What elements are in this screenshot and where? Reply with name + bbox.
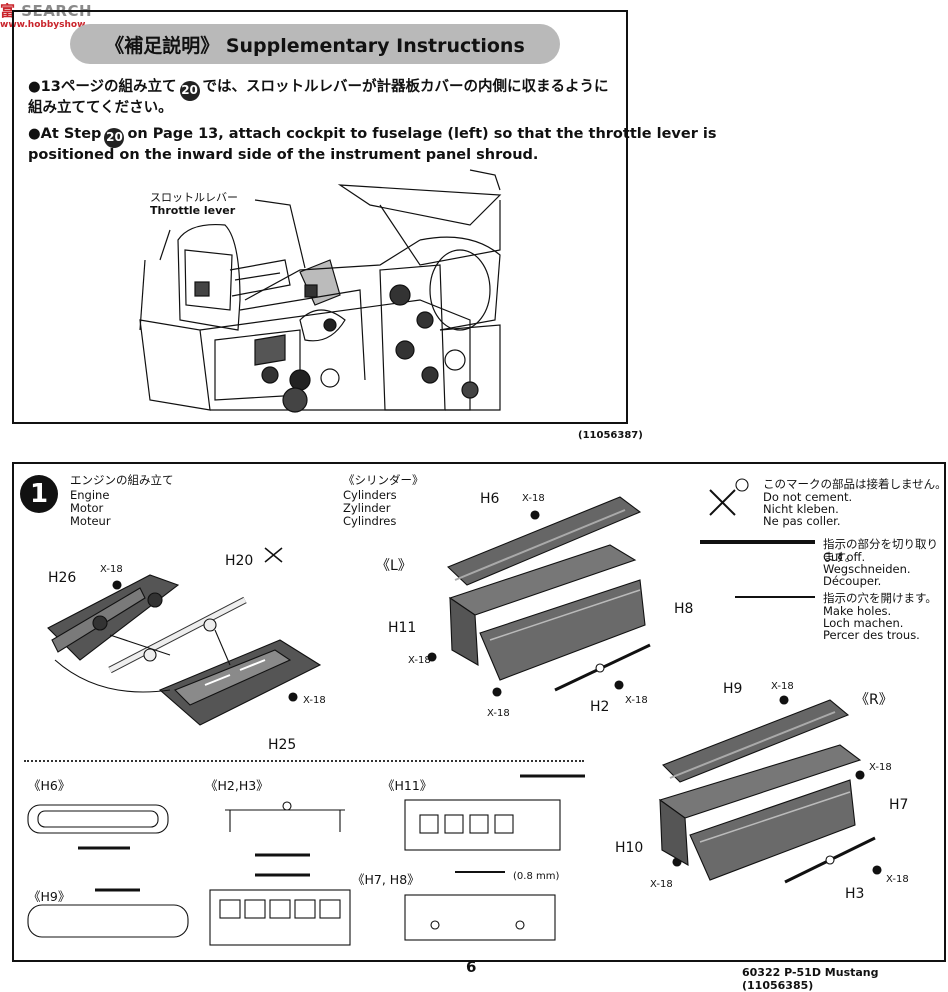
legend-holes-de: Loch machen.: [823, 616, 904, 630]
supplementary-box: [12, 10, 628, 424]
screw-label: X-18: [100, 564, 123, 575]
jp-instruction-line2: 組み立ててください。: [28, 100, 173, 116]
screw-label: X-18: [487, 708, 510, 719]
legend-holes-fr: Percer des trous.: [823, 628, 920, 642]
side-label-right: 《R》: [855, 692, 893, 708]
screw-label: X-18: [625, 695, 648, 706]
legend-cutoff-en: Cut off.: [823, 550, 866, 564]
step-ref-badge: 20: [179, 80, 200, 101]
part-label-h11: H11: [388, 620, 417, 636]
screw-label: X-18: [408, 655, 431, 666]
section-divider: [24, 760, 584, 762]
step-title-en: Engine: [70, 488, 110, 502]
side-label-left: 《L》: [376, 558, 412, 574]
step-title-de: Motor: [70, 501, 104, 515]
legend-cutoff-jp: 指示の部分を切り取ります。: [823, 537, 938, 564]
part-label-h25: H25: [268, 737, 297, 753]
screw-label: X-18: [869, 762, 892, 773]
legend-nocement-en: Do not cement.: [763, 490, 853, 504]
cylinders-title-jp: 《シリンダー》: [343, 473, 424, 487]
legend-holes-jp: 指示の穴を開けます。: [823, 591, 937, 605]
part-label-h6: H6: [480, 491, 500, 507]
step-number-badge: 1: [20, 475, 58, 513]
step-title-jp: エンジンの組み立て: [70, 473, 174, 487]
part-label-h26: H26: [48, 570, 77, 586]
part-label-h3: H3: [845, 886, 865, 902]
cylinders-title-en: Cylinders: [343, 488, 397, 502]
screw-label: X-18: [522, 493, 545, 504]
supplementary-title: 《補足説明》 Supplementary Instructions: [70, 24, 560, 64]
step-title-fr: Moteur: [70, 514, 111, 528]
supplementary-part-code: (11056387): [578, 430, 643, 441]
part-label-h9: H9: [723, 681, 743, 697]
detail-label-h6: 《H6》: [28, 778, 71, 793]
page-number: 6: [466, 958, 477, 976]
step-ref-badge-en: 20: [104, 127, 125, 148]
throttle-callout-jp: スロットルレバー: [150, 191, 238, 204]
detail-label-h11: 《H11》: [382, 778, 433, 793]
part-label-h7: H7: [889, 797, 909, 813]
screw-label: X-18: [650, 879, 673, 890]
detail-label-h9: 《H9》: [28, 889, 71, 904]
detail-label-h2h3: 《H2,H3》: [205, 778, 269, 793]
watermark-brand: 富: [0, 2, 16, 20]
part-label-h2: H2: [590, 699, 610, 715]
legend-holes-en: Make holes.: [823, 604, 892, 618]
screw-label: X-18: [771, 681, 794, 692]
part-label-h10: H10: [615, 840, 644, 856]
step1-box: [12, 462, 946, 962]
throttle-callout-en: Throttle lever: [150, 204, 236, 217]
screw-label: X-18: [886, 874, 909, 885]
product-code: 60322 P-51D Mustang (11056385): [742, 966, 879, 992]
watermark-url: www.hobbyshow: [0, 20, 86, 30]
legend-cutoff-fr: Découper.: [823, 574, 882, 588]
legend-nocement-de: Nicht kleben.: [763, 502, 839, 516]
en-instruction-line2: positioned on the inward side of the ins…: [28, 147, 539, 163]
legend-cutoff-de: Wegschneiden.: [823, 562, 911, 576]
legend-nocement-jp: このマークの部品は接着しません。: [763, 477, 947, 491]
cylinders-title-de: Zylinder: [343, 501, 391, 515]
cylinders-title-fr: Cylindres: [343, 514, 397, 528]
part-label-h20: H20: [225, 553, 254, 569]
part-label-h8: H8: [674, 601, 694, 617]
screw-label: X-18: [303, 695, 326, 706]
detail-label-h7h8: 《H7, H8》: [352, 872, 420, 887]
drill-size-label: (0.8 mm): [513, 871, 560, 882]
legend-nocement-fr: Ne pas coller.: [763, 514, 841, 528]
